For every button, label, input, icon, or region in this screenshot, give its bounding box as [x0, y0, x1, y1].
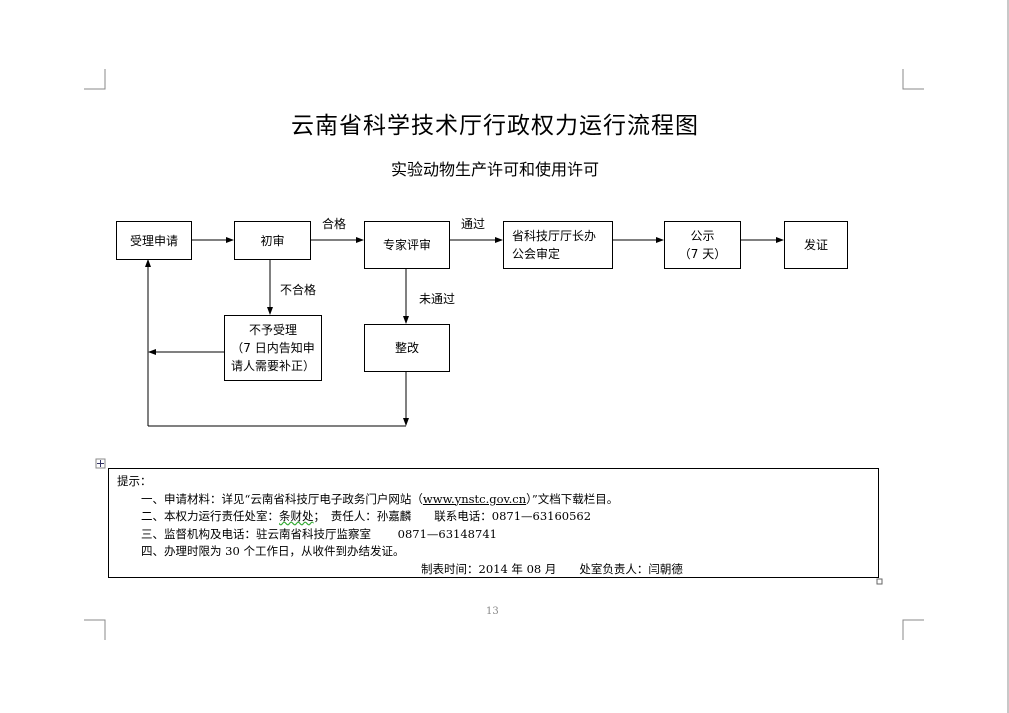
label-fail: 不合格 [280, 283, 317, 297]
website-link[interactable]: www.ynstc.gov.cn [422, 491, 527, 506]
tips-box: 提示： 一、申请材料：详见“云南省科技厅电子政务门户网站（www.ynstc.g… [108, 468, 879, 578]
step-rectify: 整改 [364, 324, 450, 372]
step-accept: 受理申请 [116, 221, 192, 260]
tip-line-2: 二、本权力运行责任处室：条财处； 责任人：孙嘉麟 联系电话：0871—63160… [141, 509, 592, 523]
label-not-passed: 未通过 [419, 292, 456, 306]
tips-footer: 制表时间：2014 年 08 月 处室负责人：闫朝德 [421, 561, 683, 576]
tip-line-1: 一、申请材料：详见“云南省科技厅电子政务门户网站（www.ynstc.gov.c… [141, 491, 619, 506]
table-move-handle [95, 458, 106, 469]
step-publicize: 公示（7 天） [664, 221, 741, 269]
page-subtitle: 实验动物生产许可和使用许可 [390, 160, 599, 179]
step-initial-review: 初审 [234, 221, 311, 260]
table-resize-handle [876, 578, 883, 585]
page-title: 云南省科学技术厅行政权力运行流程图 [291, 113, 699, 139]
page-number: 13 [486, 606, 499, 617]
label-pass: 合格 [322, 217, 347, 231]
step-meeting: 省科技厅厅长办公会审定 [503, 221, 613, 269]
page-edge [1007, 0, 1009, 713]
flow-arrows [145, 237, 784, 427]
step-expert-review: 专家评审 [364, 221, 450, 269]
label-passed: 通过 [461, 217, 486, 231]
step-reject: 不予受理（7 日内告知申请人需要补正） [224, 315, 322, 381]
tip-line-3: 三、监督机构及电话：驻云南省科技厅监察室 0871—63148741 [141, 526, 497, 541]
step-issue: 发证 [784, 221, 848, 269]
corner-marks [84, 69, 924, 640]
tip-line-4: 四、办理时限为 30 个工作日，从收件到办结发证。 [141, 544, 405, 558]
tips-heading: 提示： [117, 474, 152, 488]
